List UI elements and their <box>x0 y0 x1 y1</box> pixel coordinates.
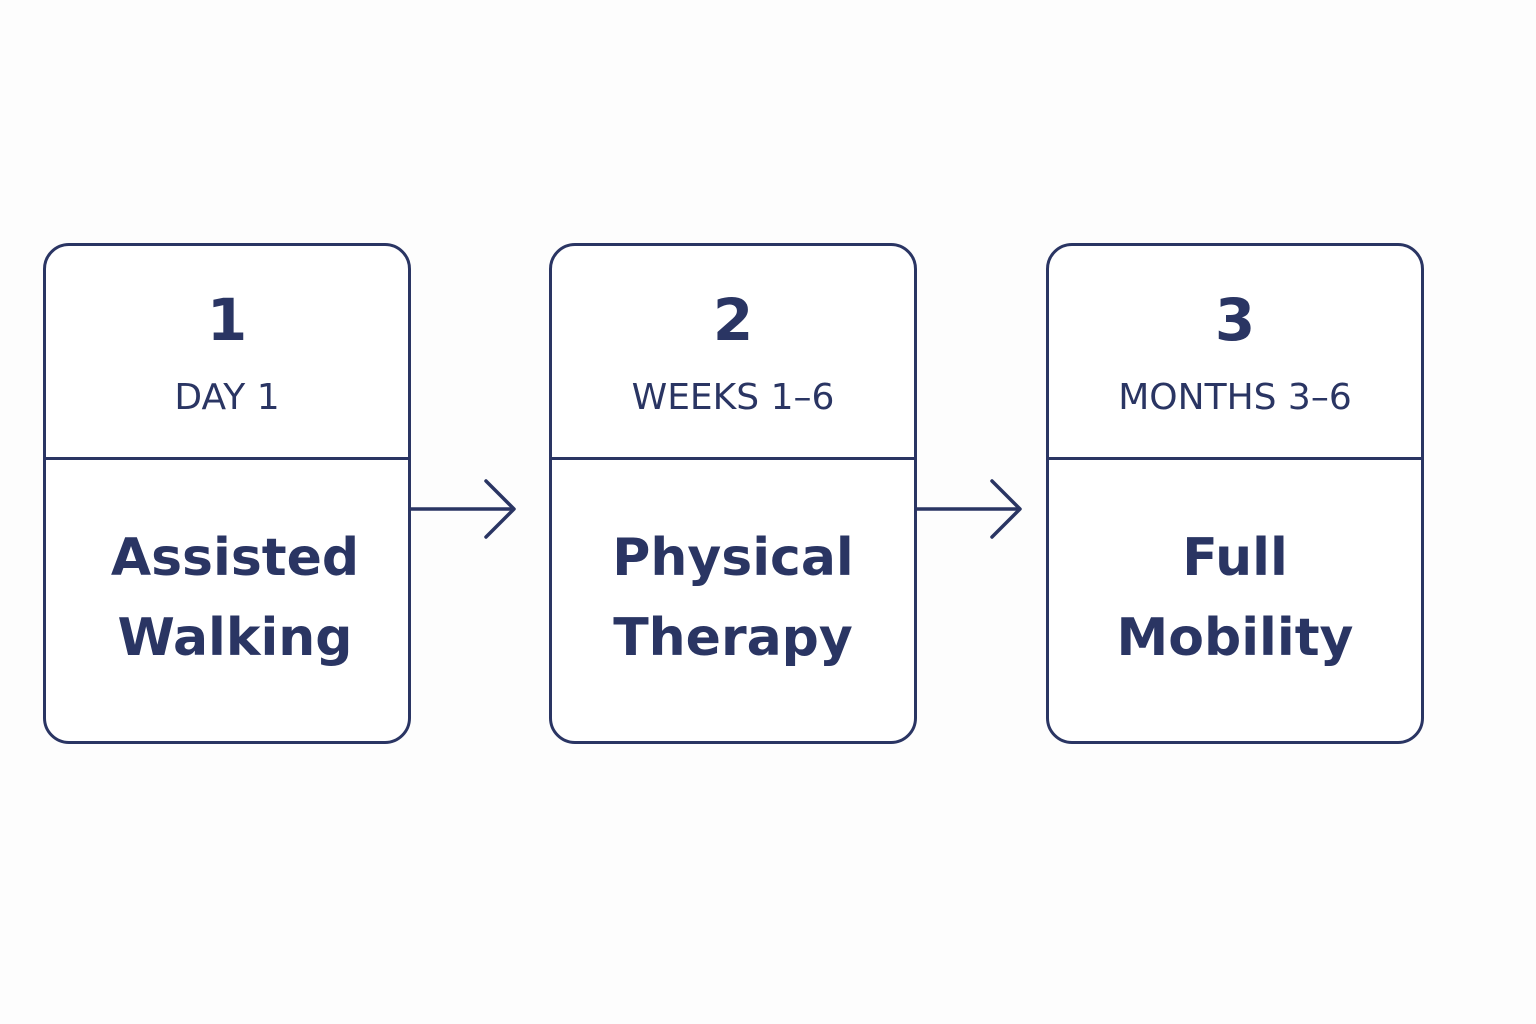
step-card-header: 1 DAY 1 <box>46 246 408 460</box>
step-card-header: 2 WEEKS 1–6 <box>552 246 914 460</box>
step-card-2: 2 WEEKS 1–6 Physical Therapy <box>549 243 917 744</box>
step-card-header: 3 MONTHS 3–6 <box>1049 246 1421 460</box>
step-title-line-2: Walking <box>117 608 353 668</box>
step-period: DAY 1 <box>174 377 280 418</box>
step-title-line-2: Mobility <box>1116 608 1354 668</box>
step-title: Physical Therapy <box>552 518 914 678</box>
step-card-body: Assisted Walking <box>46 460 408 741</box>
step-card-body: Physical Therapy <box>552 460 914 741</box>
step-title-line-1: Assisted <box>110 528 360 588</box>
step-number: 2 <box>712 286 754 354</box>
step-card-3: 3 MONTHS 3–6 Full Mobility <box>1046 243 1424 744</box>
step-title-line-1: Full <box>1182 528 1288 588</box>
step-card-1: 1 DAY 1 Assisted Walking <box>43 243 411 744</box>
step-number: 1 <box>206 286 248 354</box>
step-period: WEEKS 1–6 <box>631 377 835 418</box>
step-card-body: Full Mobility <box>1049 460 1421 741</box>
step-title: Assisted Walking <box>46 518 408 678</box>
arrow-right-icon <box>915 479 1022 539</box>
step-number: 3 <box>1214 286 1256 354</box>
step-title-line-2: Therapy <box>613 608 853 668</box>
step-title-line-1: Physical <box>612 528 854 588</box>
step-period: MONTHS 3–6 <box>1118 377 1352 418</box>
step-title: Full Mobility <box>1049 518 1421 678</box>
arrow-right-icon <box>409 479 516 539</box>
